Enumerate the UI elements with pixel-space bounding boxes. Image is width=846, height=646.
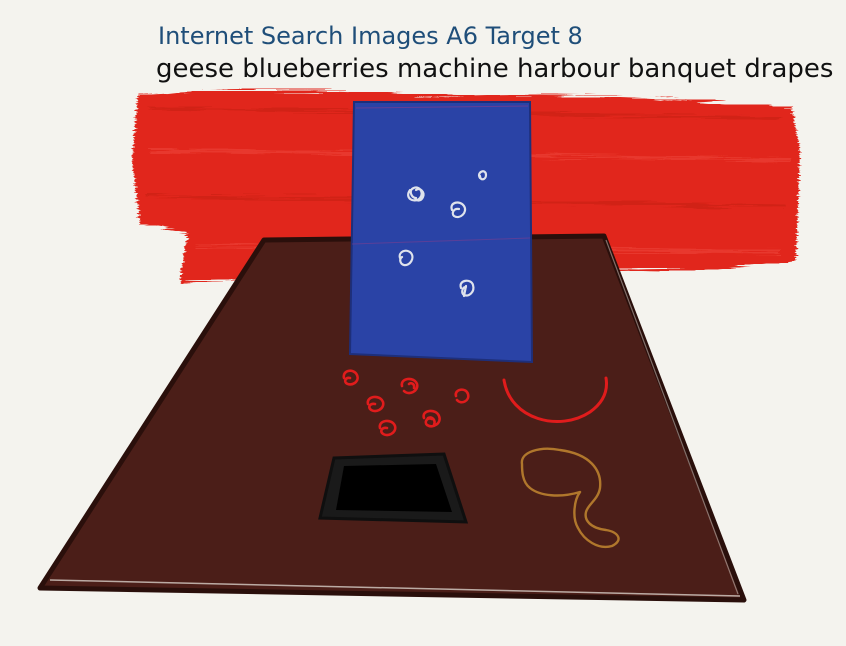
dot-mark: [450, 201, 467, 219]
geese-shape: [520, 447, 620, 549]
window-shape: [348, 101, 534, 364]
dot-mark: [478, 170, 488, 181]
blueberries-shape: [342, 369, 470, 437]
page-title: Internet Search Images A6 Target 8: [158, 22, 583, 50]
dot-mark: [459, 279, 475, 298]
dot-mark: [398, 249, 414, 267]
items-caption: geese blueberries machine harbour banque…: [156, 54, 834, 84]
banquet-shape: [502, 376, 608, 423]
machine-shape: [318, 452, 469, 524]
dot-mark: [407, 186, 425, 202]
